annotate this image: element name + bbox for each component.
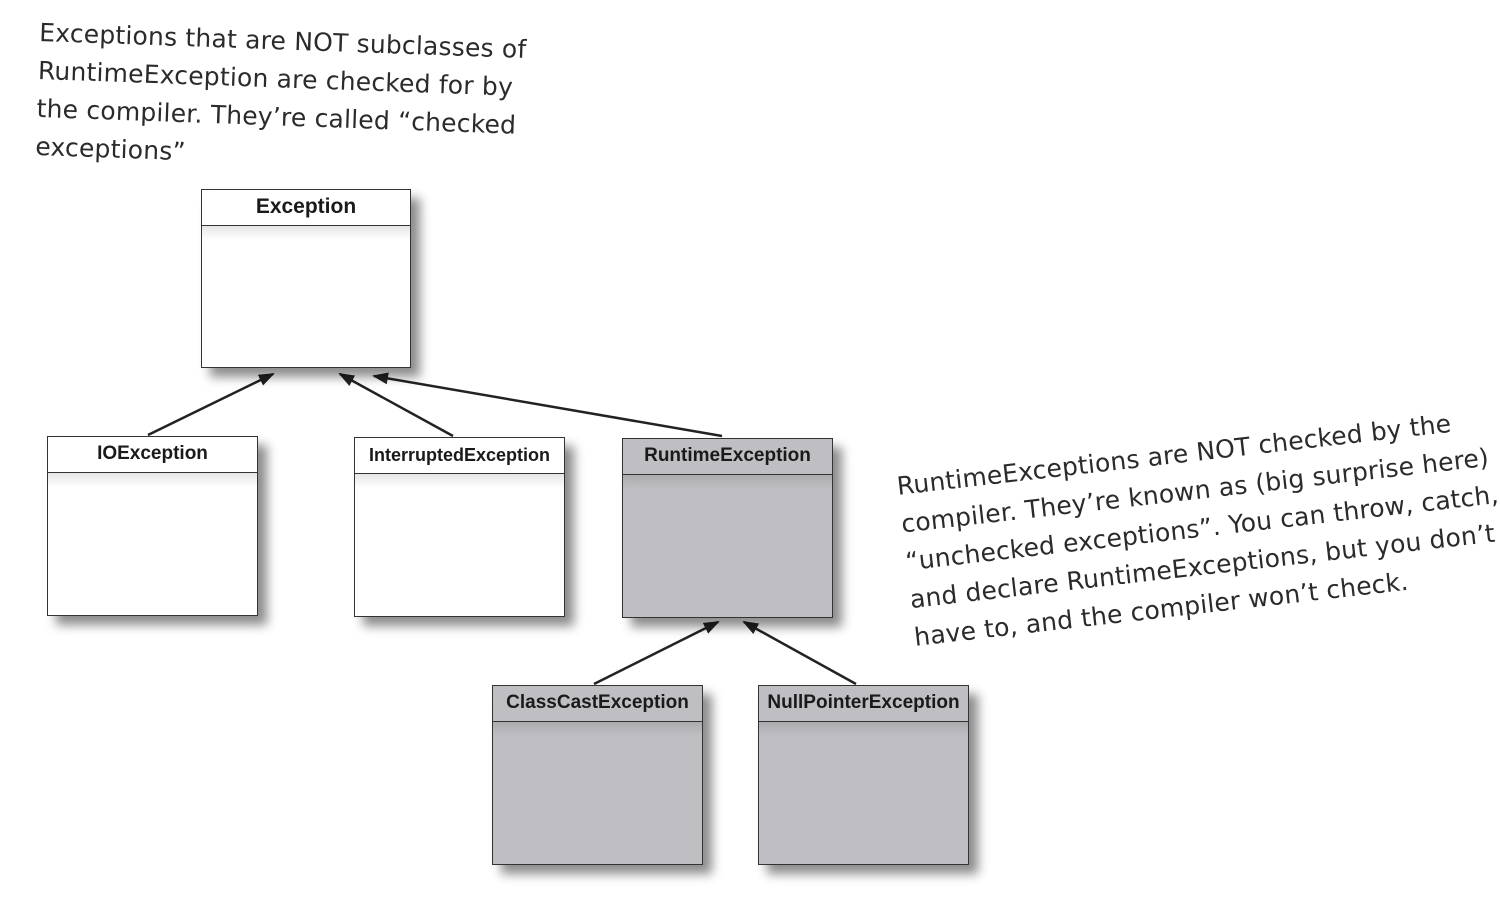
arrow-classcast-to-runtime — [593, 620, 720, 686]
ioexception-class-box: IOException — [47, 436, 258, 616]
class-name: IOException — [48, 437, 257, 473]
class-body — [493, 722, 702, 864]
class-name: InterruptedException — [355, 438, 564, 474]
class-name: NullPointerException — [759, 686, 968, 722]
arrow-runtime-to-exception — [372, 372, 723, 438]
class-name: RuntimeException — [623, 439, 832, 475]
class-body — [759, 722, 968, 864]
class-body — [355, 474, 564, 616]
nullpointerexception-class-box: NullPointerException — [758, 685, 969, 865]
class-body — [48, 473, 257, 615]
interruptedexception-class-box: InterruptedException — [354, 437, 565, 617]
arrow-interrupted-to-exception — [338, 372, 454, 438]
runtimeexception-class-box: RuntimeException — [622, 438, 833, 618]
class-body — [202, 226, 410, 367]
arrow-io-to-exception — [147, 372, 275, 437]
classcastexception-class-box: ClassCastException — [492, 685, 703, 865]
arrow-nullpointer-to-runtime — [742, 620, 857, 686]
class-name: ClassCastException — [493, 686, 702, 722]
exception-class-box: Exception — [201, 189, 411, 368]
class-name: Exception — [202, 190, 410, 226]
class-body — [623, 475, 832, 617]
